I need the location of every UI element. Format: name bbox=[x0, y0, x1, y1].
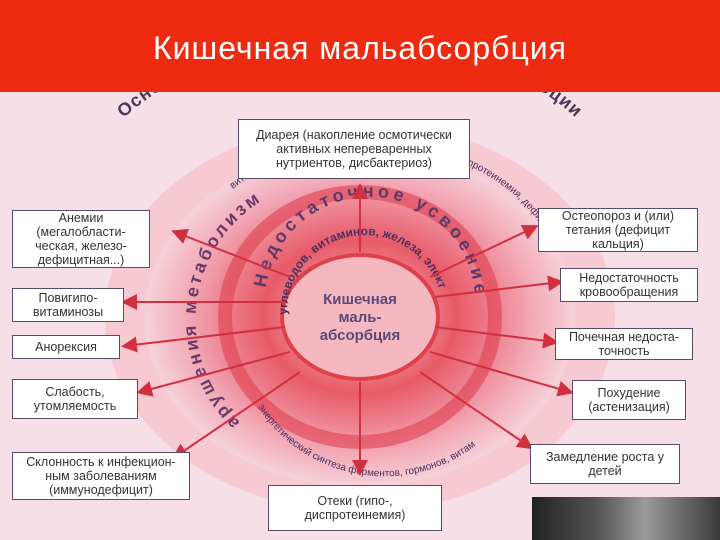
box-edema: Отеки (гипо-, диспротеинемия) bbox=[268, 485, 442, 531]
box-renal: Почечная недоста-точность bbox=[555, 328, 693, 360]
arrow-infection bbox=[171, 371, 301, 460]
center-label-line-1: Кишечная bbox=[323, 291, 397, 308]
box-weakness: Слабость, утомляемость bbox=[12, 379, 138, 419]
arrow-weight-loss bbox=[429, 351, 574, 397]
arrow-osteoporosis bbox=[429, 224, 539, 278]
arrow-growth bbox=[419, 371, 534, 450]
title-bar: Кишечная мальабсорбция bbox=[0, 0, 720, 92]
box-infection: Склонность к инфекцион-ным заболеваниям … bbox=[12, 452, 190, 500]
arrow-weakness bbox=[136, 351, 291, 397]
box-anemia: Анемии (мегалобласти-ческая, железо-дефи… bbox=[12, 210, 150, 268]
arrow-circulation bbox=[434, 275, 564, 298]
slide-title: Кишечная мальабсорбция bbox=[153, 30, 567, 66]
box-weight-loss: Похудение (астенизация) bbox=[572, 380, 686, 420]
box-anorexia: Анорексия bbox=[12, 335, 120, 359]
center-label-line-3: абсорбция bbox=[320, 327, 401, 344]
center-circle bbox=[280, 253, 440, 381]
arrows bbox=[121, 183, 574, 476]
arrow-anorexia bbox=[121, 326, 286, 353]
photo-image bbox=[532, 497, 720, 540]
box-growth: Замедление роста у детей bbox=[530, 444, 680, 484]
box-circulation: Недостаточность кровообращения bbox=[560, 268, 698, 302]
box-hypovitaminosis: Повигипо-витаминозы bbox=[12, 288, 124, 322]
diagram-area: Основные проявления синдрома мальабсорбц… bbox=[0, 92, 720, 540]
box-diarrhea: Диарея (накопление осмотически активных … bbox=[238, 119, 470, 179]
outer-ring-text: Основные проявления синдрома мальабсорбц… bbox=[113, 92, 587, 121]
arrow-anemia bbox=[171, 228, 291, 278]
arrow-renal bbox=[434, 326, 559, 349]
center-label-line-2: маль- bbox=[339, 309, 382, 326]
box-osteoporosis: Остеопороз и (или) тетания (дефицит каль… bbox=[538, 208, 698, 252]
